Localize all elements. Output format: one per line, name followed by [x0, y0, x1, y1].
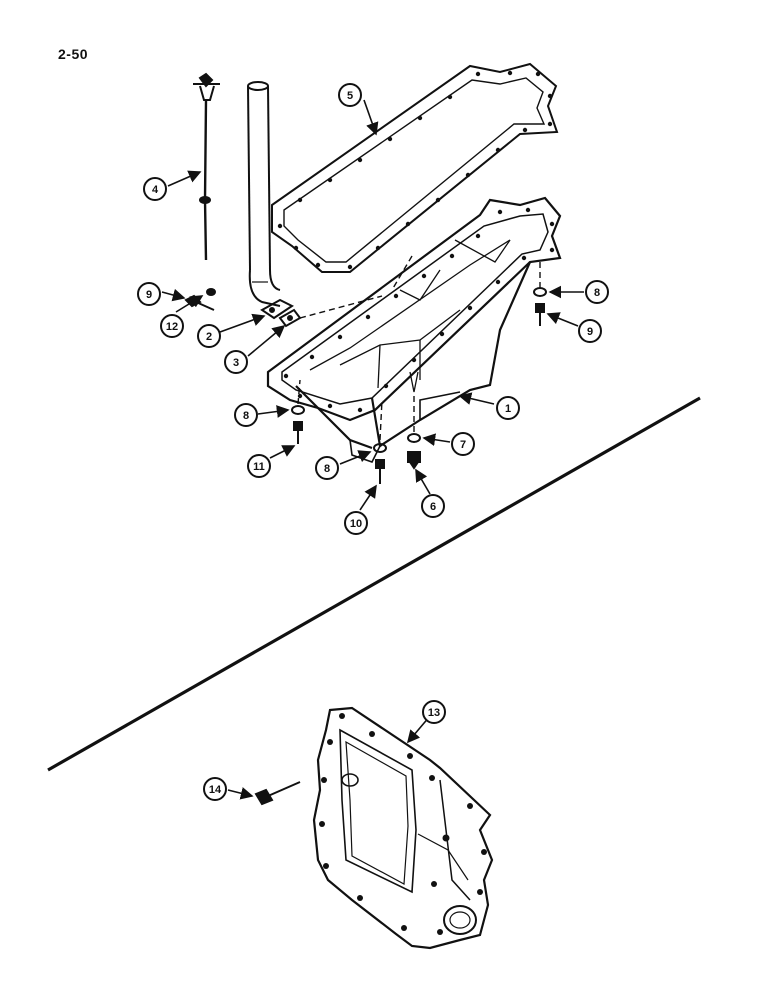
svg-text:2: 2 — [206, 331, 212, 343]
washer-8-left — [291, 405, 305, 415]
washer-8-right — [533, 287, 547, 297]
svg-text:9: 9 — [146, 289, 152, 301]
callout-4: 4 — [143, 177, 167, 201]
svg-text:12: 12 — [166, 321, 178, 333]
washer-8-center — [373, 443, 387, 453]
section-divider-line — [47, 396, 701, 772]
svg-text:10: 10 — [350, 518, 362, 530]
gasket-bolt-holes — [277, 70, 553, 270]
front-cover-plate — [312, 706, 494, 950]
svg-text:1: 1 — [505, 403, 511, 415]
callout-8-center: 8 — [315, 456, 339, 480]
svg-text:7: 7 — [460, 439, 466, 451]
callout-6: 6 — [421, 494, 445, 518]
tube-flange-gasket — [260, 298, 294, 320]
dipstick — [193, 72, 220, 261]
oil-pan-gasket — [271, 62, 559, 273]
callout-2: 2 — [197, 324, 221, 348]
callout-8-right: 8 — [585, 280, 609, 304]
callout-5: 5 — [338, 83, 362, 107]
callout-1: 1 — [496, 396, 520, 420]
svg-text:3: 3 — [233, 357, 239, 369]
callout-11: 11 — [247, 454, 271, 478]
page-number: 2-50 — [58, 46, 89, 62]
callout-12: 12 — [160, 314, 184, 338]
washer-12 — [206, 288, 216, 296]
dipstick-tube — [247, 81, 281, 307]
callout-13: 13 — [422, 700, 446, 724]
oil-pan — [266, 196, 562, 463]
svg-text:8: 8 — [324, 463, 330, 475]
callout-7: 7 — [451, 432, 475, 456]
svg-text:5: 5 — [347, 90, 353, 102]
bolt-9-right — [535, 303, 545, 326]
sealing-washer-7 — [407, 433, 421, 443]
bolt-10 — [375, 459, 385, 484]
svg-text:8: 8 — [594, 287, 600, 299]
alignment-lines — [297, 255, 541, 441]
svg-text:4: 4 — [152, 184, 159, 196]
svg-text:11: 11 — [253, 461, 265, 473]
svg-text:6: 6 — [430, 501, 436, 513]
callout-8-left: 8 — [234, 403, 258, 427]
cover-bolt-holes — [319, 713, 487, 935]
pan-bolt-holes — [283, 207, 555, 413]
cover-bolt-14 — [254, 781, 301, 806]
svg-text:9: 9 — [587, 326, 593, 338]
svg-text:13: 13 — [428, 707, 440, 719]
drain-plug-6 — [407, 451, 421, 470]
bolt-11 — [293, 421, 303, 444]
callout-14: 14 — [203, 777, 227, 801]
svg-text:8: 8 — [243, 410, 249, 422]
svg-text:14: 14 — [209, 784, 222, 796]
callout-9-left: 9 — [137, 282, 161, 306]
callout-3: 3 — [224, 350, 248, 374]
callout-10: 10 — [344, 511, 368, 535]
callout-9-right: 9 — [578, 319, 602, 343]
